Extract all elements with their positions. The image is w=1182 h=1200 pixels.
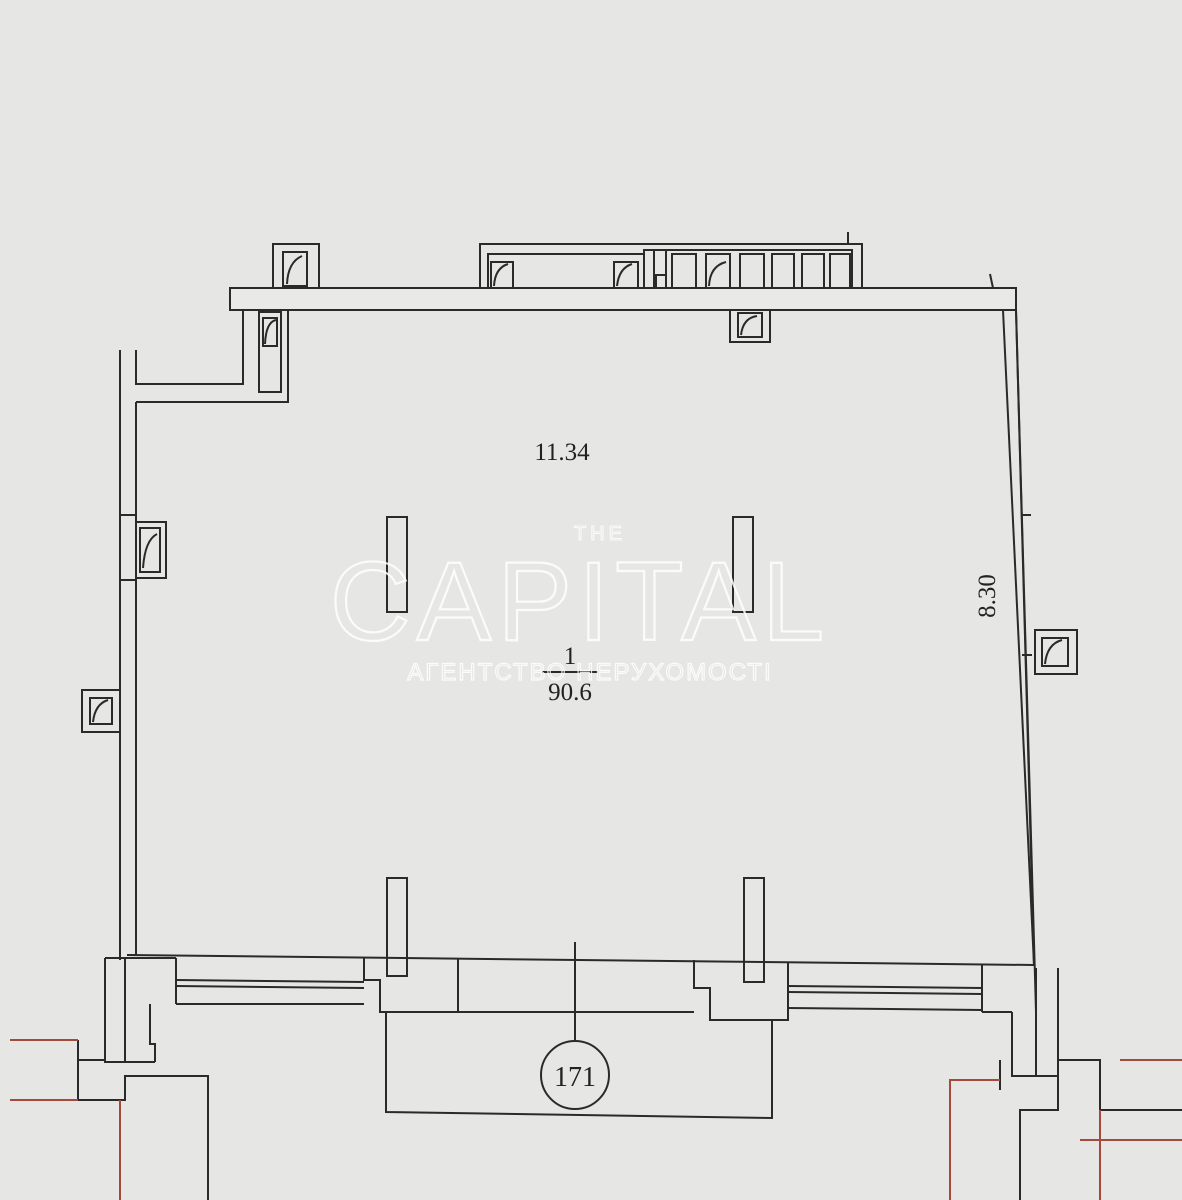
left-duct-1 xyxy=(135,521,167,579)
left-shaft xyxy=(258,311,282,393)
unit-marker-circle xyxy=(540,1040,610,1110)
top-ducts-row xyxy=(479,232,863,289)
top-wall xyxy=(229,287,1017,311)
column-bottom-left xyxy=(386,877,408,977)
right-duct xyxy=(1034,629,1078,675)
column-top-left xyxy=(386,516,408,613)
column-bottom-right xyxy=(743,877,765,983)
room-number-label: 1 xyxy=(564,643,577,670)
unit-number-label: 171 xyxy=(554,1062,596,1093)
room-area-label: 90.6 xyxy=(548,679,592,706)
adjacent-units xyxy=(10,1039,1182,1200)
right-corner-pier xyxy=(999,968,1182,1200)
top-duct-below xyxy=(729,309,771,343)
watermark-sub: АГЕНТСТВО НЕРУХОМОСТІ xyxy=(407,659,772,686)
watermark: THE CAPITAL АГЕНТСТВО НЕРУХОМОСТІ xyxy=(329,523,831,687)
entrance-stoop xyxy=(385,942,773,1120)
left-corner-pier xyxy=(77,958,209,1200)
right-wall xyxy=(989,273,1037,1013)
watermark-top: THE xyxy=(574,523,626,545)
column-top-right xyxy=(732,516,754,613)
height-dimension-label: 8.30 xyxy=(974,574,1001,618)
left-duct-2 xyxy=(81,689,121,733)
width-dimension-label: 11.34 xyxy=(534,439,590,466)
watermark-main: CAPITAL xyxy=(330,539,831,664)
top-duct-left xyxy=(272,243,320,289)
